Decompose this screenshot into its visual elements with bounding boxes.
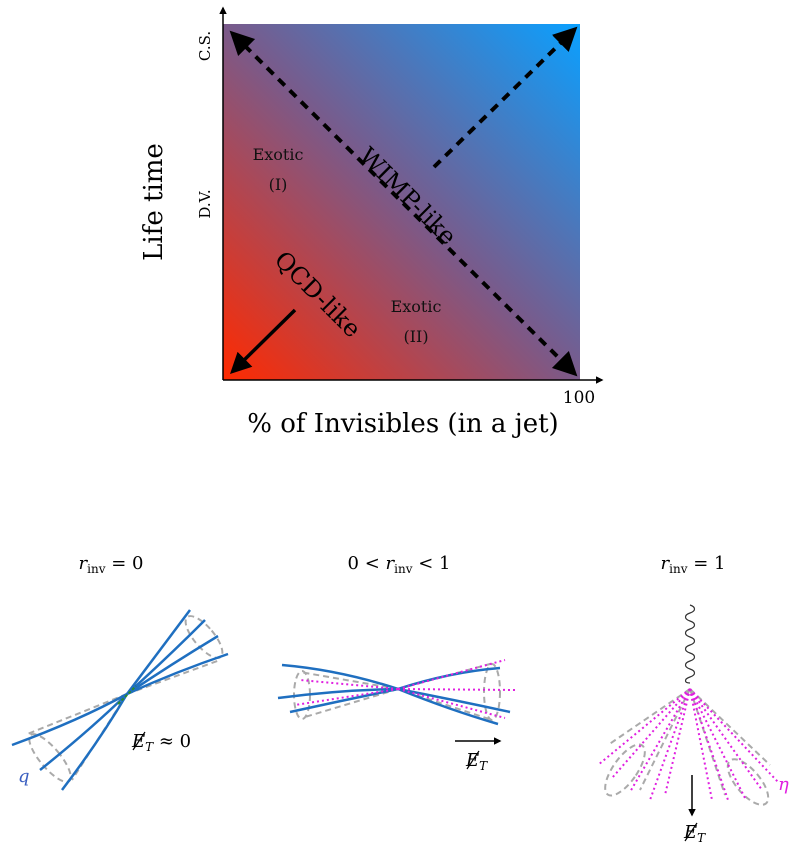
- exotic-1-line1: Exotic: [253, 145, 304, 164]
- left-met-slash: [132, 731, 146, 751]
- right-met-label: ET: [683, 822, 706, 845]
- panel-right-title: rinv = 1: [661, 553, 726, 576]
- top-right-dashed-arrow: [432, 26, 578, 169]
- left-met-label: ET ≈ 0: [131, 731, 191, 754]
- panel-mid-title: 0 < rinv < 1: [348, 553, 451, 576]
- right-met-slash: [684, 822, 698, 842]
- middle-met-label: ET: [465, 750, 488, 773]
- right-invisible-tracks: [597, 688, 779, 801]
- left-vertex: [117, 685, 137, 705]
- y-tick-cs: C.S.: [196, 31, 214, 61]
- y-tick-dv: D.V.: [196, 189, 214, 218]
- left-cones: [24, 615, 224, 783]
- gluon-coil: [684, 604, 696, 684]
- panel-left-title: rinv = 0: [79, 553, 144, 576]
- middle-visible-tracks: [277, 663, 511, 726]
- exotic-2-line2: (II): [403, 327, 428, 346]
- y-axis-title: Life time: [139, 143, 169, 261]
- x-tick-100: 100: [563, 388, 595, 408]
- qcd-solid-arrow: [230, 308, 297, 374]
- middle-met-slash: [466, 750, 480, 770]
- wimp-diagonal-arrow: [229, 30, 578, 377]
- exotic-2-line1: Exotic: [391, 297, 442, 316]
- middle-invisible-tracks: [294, 659, 516, 719]
- jet-panel-right: rinv = 1 ET η: [597, 553, 789, 845]
- jet-panel-left: rinv = 0 q ET ≈ 0: [11, 553, 229, 791]
- right-dark-label: η: [778, 774, 789, 795]
- x-axis-title: % of Invisibles (in a jet): [247, 409, 558, 439]
- right-cones: [604, 688, 771, 806]
- left-visible-tracks: [11, 609, 229, 791]
- exotic-1-line2: (I): [269, 175, 288, 194]
- phase-space-diagram: Exotic (I) Exotic (II) WIMP-like QCD-lik…: [139, 6, 604, 439]
- left-quark-label: q: [18, 766, 30, 787]
- jet-panel-middle: 0 < rinv < 1 ET: [277, 553, 516, 773]
